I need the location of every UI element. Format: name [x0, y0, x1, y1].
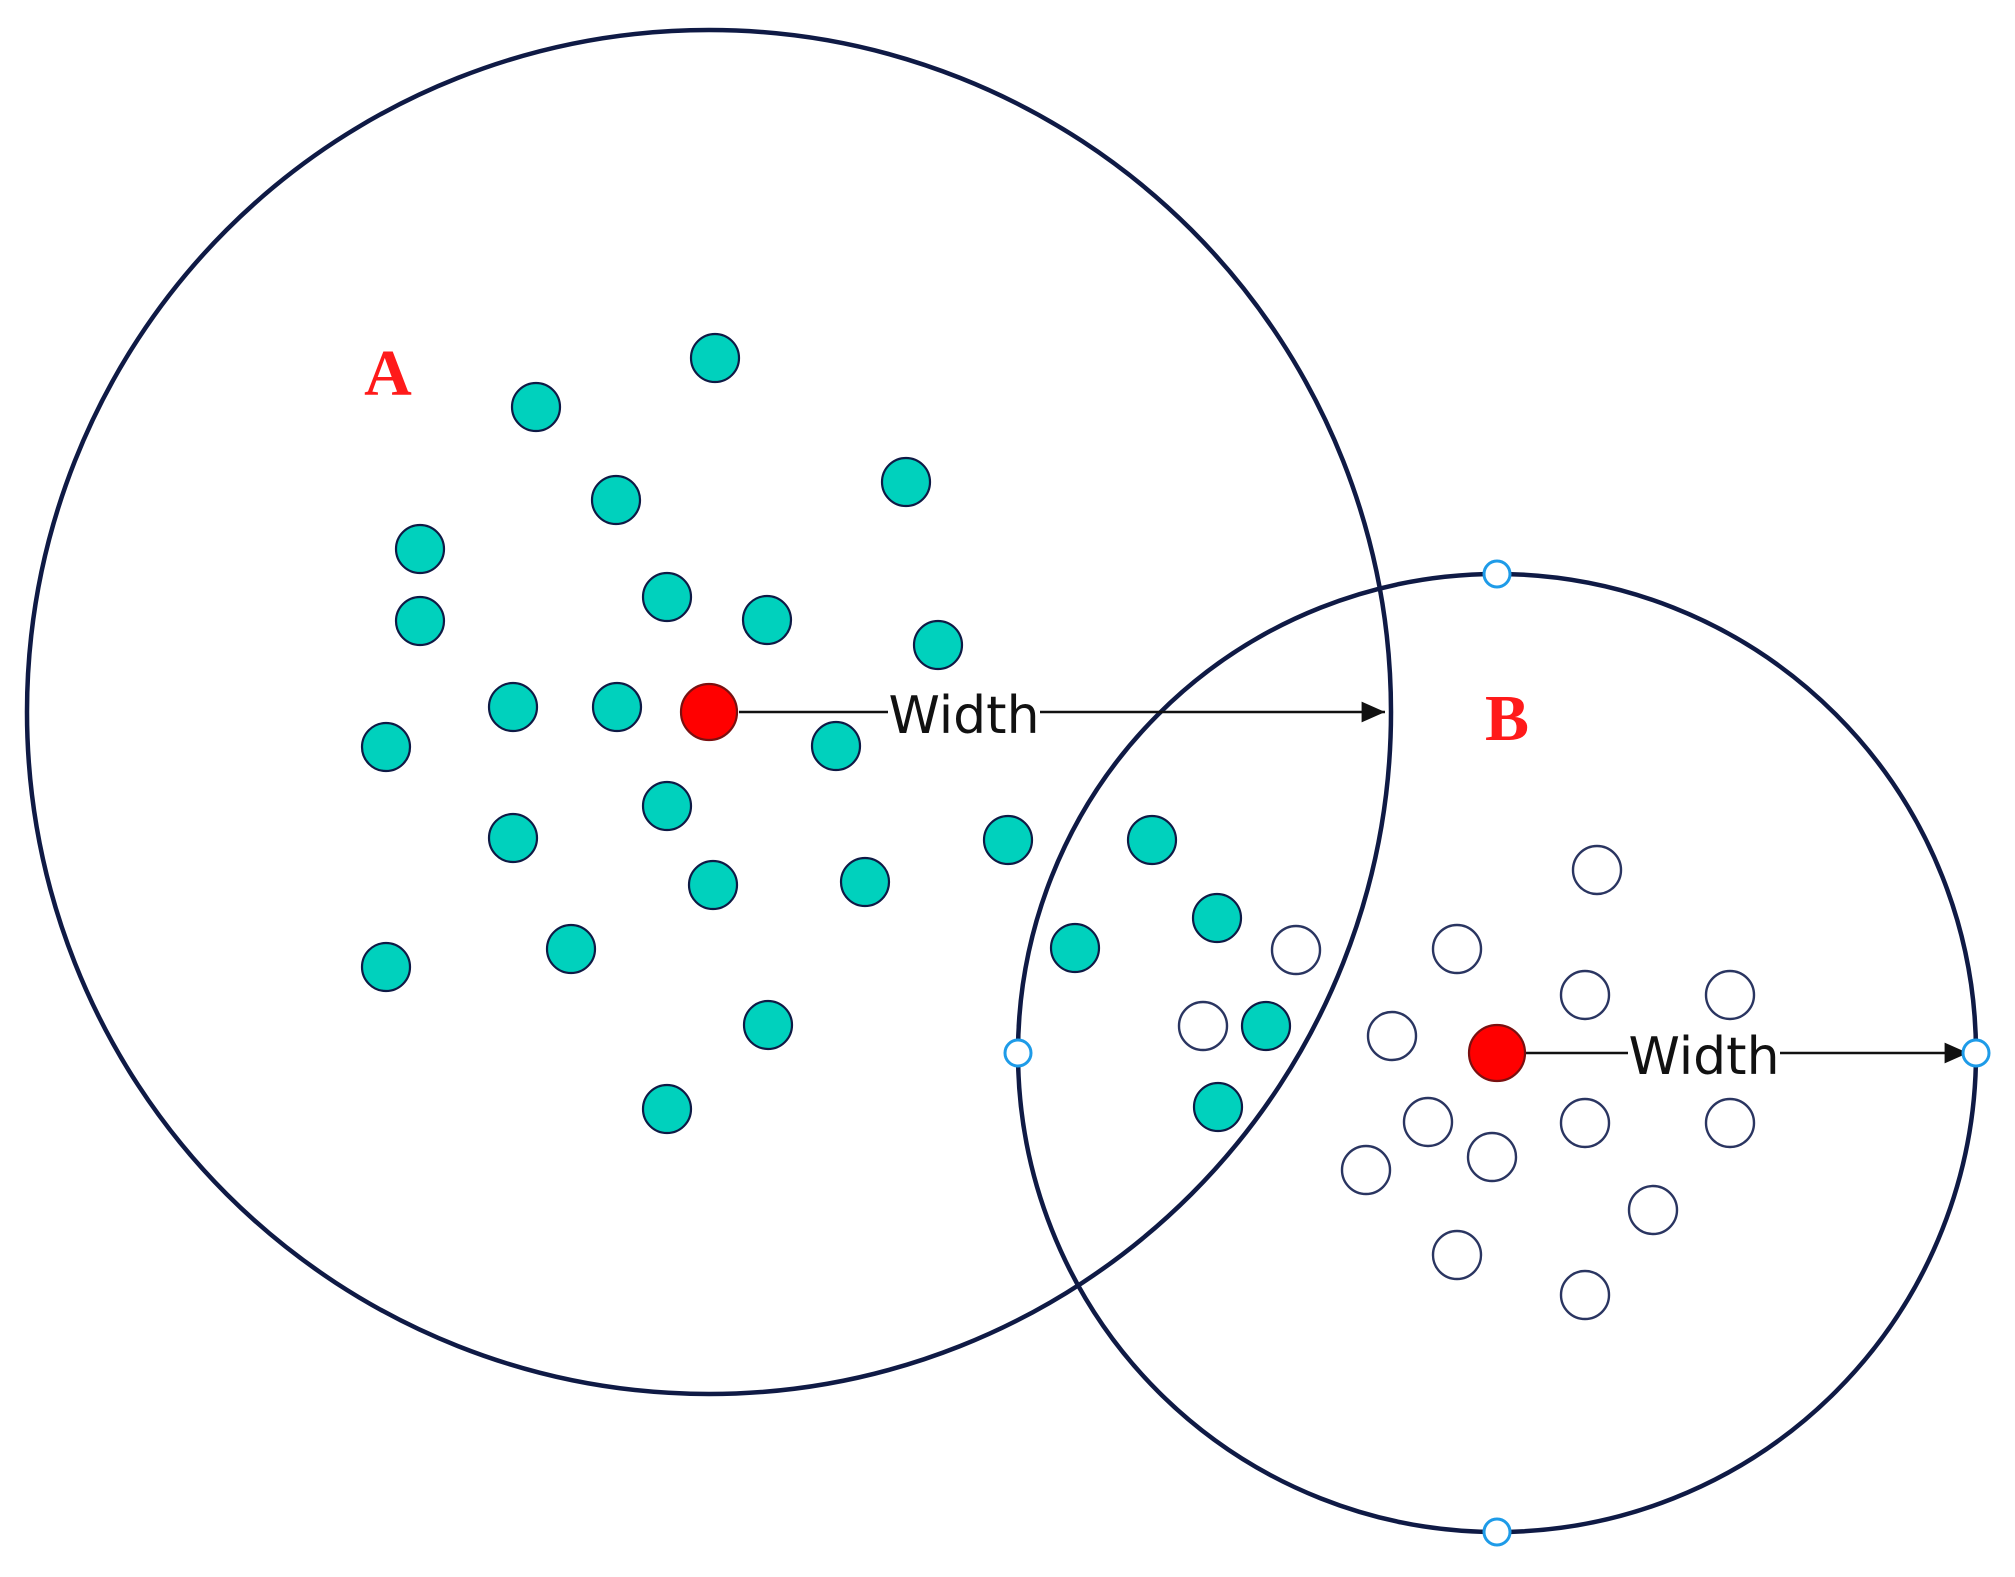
cluster-b-point: [1571, 844, 1623, 896]
cluster-b-point: [1559, 1269, 1611, 1321]
cluster-a-point: [394, 523, 446, 575]
cluster-b-point: [1466, 1131, 1518, 1183]
cluster-a-point: [982, 814, 1034, 866]
cluster-a-points: [360, 332, 1292, 1135]
cluster-a-point: [687, 859, 739, 911]
cluster-a-point: [1126, 814, 1178, 866]
cluster-b-centroid: [1467, 1023, 1527, 1083]
cluster-a-point: [839, 856, 891, 908]
cluster-a-point: [360, 721, 412, 773]
cluster-b-label: B: [1485, 682, 1529, 755]
cluster-b-point: [1559, 1097, 1611, 1149]
cluster-a-point: [1240, 1000, 1292, 1052]
cluster-a-point: [641, 780, 693, 832]
cluster-a-boundary: [24, 27, 1394, 1397]
cluster-a-point: [591, 681, 643, 733]
cluster-a-point: [545, 923, 597, 975]
cluster-a-point: [1191, 892, 1243, 944]
cluster-b-point: [1402, 1096, 1454, 1148]
cluster-a-point: [880, 456, 932, 508]
cluster-a-point: [741, 594, 793, 646]
cluster-a-point: [742, 999, 794, 1051]
cluster-a-point: [590, 474, 642, 526]
cluster-a-point: [510, 381, 562, 433]
cluster-a-point: [641, 571, 693, 623]
cluster-b-point: [1177, 1000, 1229, 1052]
cluster-a-label: A: [364, 337, 412, 410]
resize-handle-top[interactable]: [1482, 559, 1512, 589]
cluster-a-radius-label-bg: [888, 682, 1040, 744]
cluster-a-centroid: [679, 682, 739, 742]
cluster-a-point: [641, 1083, 693, 1135]
cluster-b-point: [1366, 1010, 1418, 1062]
cluster-b-point: [1559, 969, 1611, 1021]
cluster-b-radius-label-bg: [1628, 1023, 1780, 1085]
cluster-a-point: [912, 619, 964, 671]
cluster-b-point: [1627, 1184, 1679, 1236]
cluster-b-radius-label: Width: [1628, 1027, 1779, 1087]
cluster-b-point: [1270, 924, 1322, 976]
cluster-a-point: [1049, 922, 1101, 974]
cluster-b-point: [1704, 1097, 1756, 1149]
cluster-b-points: [1177, 844, 1756, 1321]
cluster-a-point: [394, 595, 446, 647]
resize-handle-right[interactable]: [1961, 1038, 1991, 1068]
cluster-b-point: [1431, 1229, 1483, 1281]
cluster-b-point: [1704, 969, 1756, 1021]
cluster-a-point: [810, 720, 862, 772]
cluster-a-radius-label: Width: [888, 686, 1039, 746]
cluster-a-point: [689, 332, 741, 384]
cluster-a-point: [1192, 1081, 1244, 1133]
cluster-a-point: [487, 812, 539, 864]
cluster-b-point: [1431, 923, 1483, 975]
cluster-a-point: [487, 681, 539, 733]
cluster-a-point: [360, 941, 412, 993]
cluster-b-point: [1340, 1144, 1392, 1196]
resize-handle-bottom[interactable]: [1482, 1517, 1512, 1547]
resize-handle-left[interactable]: [1003, 1038, 1033, 1068]
